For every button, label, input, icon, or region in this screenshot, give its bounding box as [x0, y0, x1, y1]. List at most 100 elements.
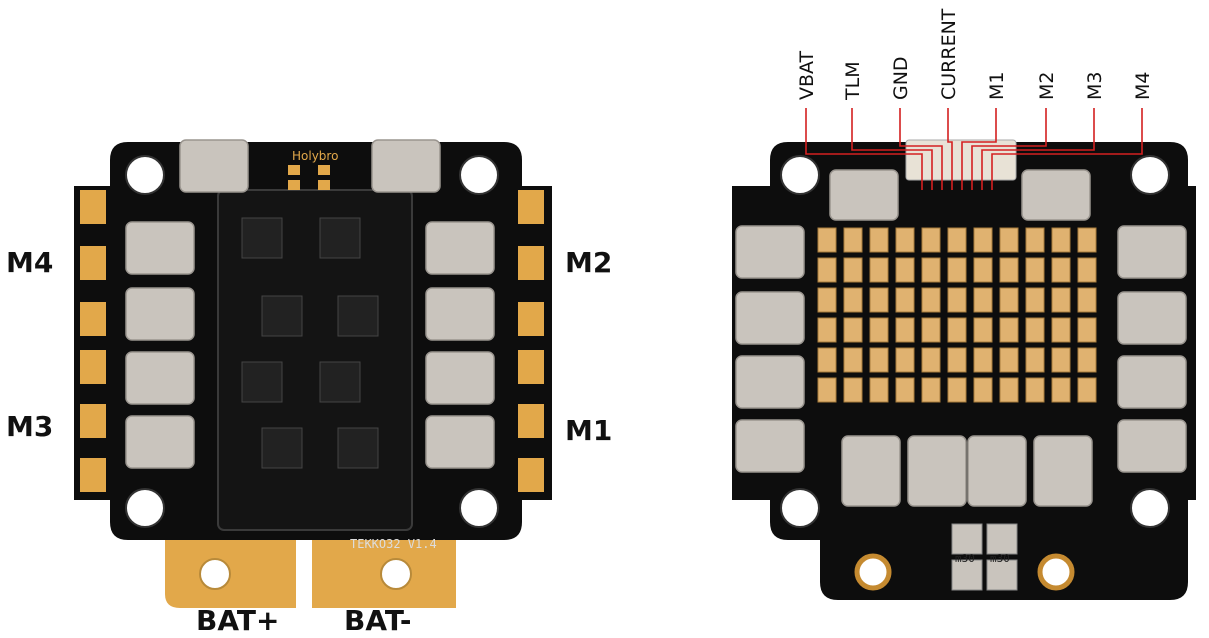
label-m2: M2 — [565, 246, 613, 279]
capacitor — [817, 347, 837, 373]
capacitor — [999, 377, 1019, 403]
pin-line-vbat — [805, 108, 923, 190]
shunt-mark: m30 — [955, 552, 975, 565]
capacitor — [999, 257, 1019, 283]
capacitor — [1051, 377, 1071, 403]
capacitor — [895, 317, 915, 343]
capacitor — [1077, 227, 1097, 253]
capacitor — [895, 287, 915, 313]
left-chips — [241, 217, 379, 469]
pin-label-gnd: GND — [890, 56, 912, 100]
capacitor — [947, 347, 967, 373]
capacitor — [999, 317, 1019, 343]
capacitor — [817, 287, 837, 313]
pin-label-current: CURRENT — [938, 8, 960, 100]
capacitor — [921, 317, 941, 343]
label-m1: M1 — [565, 414, 613, 447]
model-silkscreen: TEKKO32 V1.4 — [350, 537, 437, 551]
capacitor — [1051, 317, 1071, 343]
capacitor — [1025, 227, 1045, 253]
capacitor — [817, 257, 837, 283]
capacitor — [999, 287, 1019, 313]
pin-label-vbat: VBAT — [796, 50, 818, 100]
left-mount-holes — [125, 155, 499, 528]
capacitor — [947, 257, 967, 283]
capacitor — [843, 287, 863, 313]
capacitor — [1077, 257, 1097, 283]
capacitor — [921, 377, 941, 403]
left-signal-pads — [288, 165, 330, 190]
brand-logo-text: Holybro — [292, 149, 338, 163]
capacitor — [973, 347, 993, 373]
capacitor — [895, 227, 915, 253]
capacitor — [973, 377, 993, 403]
left-inductors — [125, 139, 495, 469]
pin-line-m4 — [991, 108, 1143, 190]
pin-line-tlm — [851, 108, 933, 190]
right-copper-holes — [854, 553, 1075, 591]
capacitor — [817, 377, 837, 403]
capacitor — [843, 347, 863, 373]
capacitor — [921, 287, 941, 313]
capacitor-grid — [817, 227, 1097, 403]
label-m3: M3 — [6, 410, 54, 443]
capacitor — [999, 347, 1019, 373]
capacitor — [921, 257, 941, 283]
pinout-lines — [805, 108, 1143, 190]
pin-line-m3 — [981, 108, 1095, 190]
capacitor — [843, 317, 863, 343]
capacitor — [947, 287, 967, 313]
capacitor — [895, 347, 915, 373]
capacitor — [843, 377, 863, 403]
left-motor-pads-west — [80, 190, 106, 492]
capacitor — [869, 227, 889, 253]
capacitor — [1077, 347, 1097, 373]
capacitor — [1051, 347, 1071, 373]
label-bat-plus: BAT+ — [196, 604, 280, 637]
capacitor — [1025, 257, 1045, 283]
capacitor — [1025, 287, 1045, 313]
capacitor — [843, 257, 863, 283]
capacitor — [1051, 257, 1071, 283]
capacitor — [921, 227, 941, 253]
capacitor — [1077, 317, 1097, 343]
capacitor — [843, 227, 863, 253]
capacitor — [869, 347, 889, 373]
capacitor — [1051, 287, 1071, 313]
shunt-mark: m30 — [990, 552, 1010, 565]
capacitor — [869, 287, 889, 313]
capacitor — [973, 227, 993, 253]
capacitor — [1051, 227, 1071, 253]
capacitor — [817, 227, 837, 253]
capacitor — [1025, 317, 1045, 343]
capacitor — [895, 377, 915, 403]
battery-tabs — [165, 540, 456, 608]
pin-label-tlm: TLM — [842, 61, 864, 101]
capacitor — [921, 347, 941, 373]
capacitor — [869, 257, 889, 283]
pin-line-gnd — [899, 108, 943, 190]
capacitor — [973, 317, 993, 343]
pin-label-m2: M2 — [1036, 72, 1058, 100]
pin-label-m4: M4 — [1132, 72, 1154, 100]
pin-line-m1 — [961, 108, 997, 190]
label-bat-minus: BAT- — [344, 604, 412, 637]
right-inductors — [735, 169, 1187, 507]
capacitor — [895, 257, 915, 283]
shunt-resistors — [951, 523, 1018, 591]
right-mount-holes — [780, 155, 1170, 528]
capacitor — [869, 317, 889, 343]
capacitor — [1025, 347, 1045, 373]
capacitor — [973, 257, 993, 283]
capacitor — [869, 377, 889, 403]
capacitor — [1077, 287, 1097, 313]
label-m4: M4 — [6, 246, 54, 279]
pin-label-m3: M3 — [1084, 72, 1106, 100]
capacitor — [947, 227, 967, 253]
left-motor-pads-east — [518, 190, 544, 492]
capacitor — [947, 317, 967, 343]
capacitor — [999, 227, 1019, 253]
